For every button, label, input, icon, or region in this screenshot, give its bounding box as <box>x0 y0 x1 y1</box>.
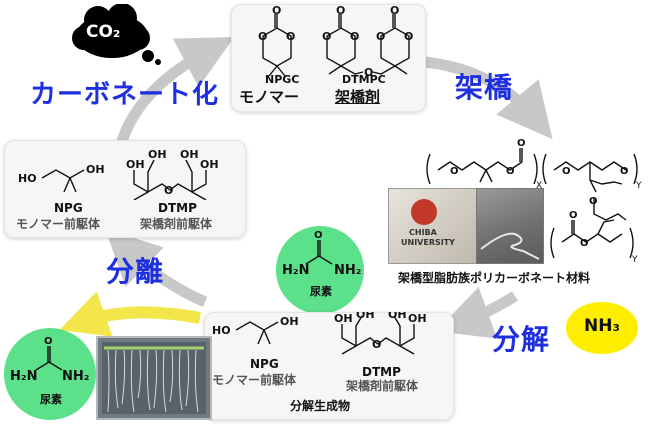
svg-text:O: O <box>569 210 578 221</box>
svg-text:OH: OH <box>356 312 375 321</box>
logo-text-1: CHIBA <box>409 228 437 237</box>
svg-text:O: O <box>450 166 459 177</box>
decomp-npg-name: NPG <box>250 357 279 371</box>
crosslinker-label: 架橋剤 <box>335 88 381 106</box>
svg-text:OH: OH <box>334 312 353 325</box>
urea-top-nh2: NH₂ <box>334 263 362 278</box>
svg-text:HO: HO <box>18 172 37 185</box>
subscript-y1: Y <box>635 181 642 191</box>
svg-text:O: O <box>286 30 295 43</box>
svg-text:O: O <box>314 230 323 241</box>
dtmp-name: DTMP <box>158 201 197 215</box>
arrow-separation <box>105 228 208 308</box>
svg-text:OH: OH <box>408 312 427 325</box>
svg-text:O: O <box>44 336 53 347</box>
urea-bottom-name: 尿素 <box>40 393 62 406</box>
urea-bottom-nh2: NH₂ <box>62 369 90 384</box>
svg-text:O: O <box>164 184 173 197</box>
npgc-name: NPGC <box>265 73 300 86</box>
urea-bottom-h2n: H₂N <box>10 369 38 384</box>
svg-text:O: O <box>589 196 598 207</box>
urea-structure-bottom: O <box>35 336 63 371</box>
svg-text:OH: OH <box>86 163 105 176</box>
svg-text:O: O <box>336 4 345 17</box>
arrow-carbonation <box>114 37 235 150</box>
urea-structure-top: O <box>305 230 333 265</box>
fiber-strand <box>480 232 540 260</box>
label-crosslinking: 架橋 <box>455 71 514 104</box>
label-decomposition: 分解 <box>492 323 551 356</box>
svg-text:OH: OH <box>126 158 145 171</box>
seedling-roots <box>102 342 206 414</box>
svg-text:O: O <box>562 166 571 177</box>
subscript-x: X <box>536 181 542 191</box>
co2-label: CO₂ <box>86 22 121 42</box>
urea-top-h2n: H₂N <box>282 263 310 278</box>
svg-text:O: O <box>390 4 399 17</box>
npg-name: NPG <box>54 201 83 215</box>
decomp-caption: 分解生成物 <box>290 399 351 413</box>
decomp-npg-sublabel: モノマー前駆体 <box>212 373 297 387</box>
svg-text:O: O <box>506 166 515 177</box>
co2-cloud <box>72 4 161 65</box>
polymer-fiber-photo <box>476 188 544 264</box>
svg-text:O: O <box>620 166 629 177</box>
svg-text:O: O <box>364 66 373 79</box>
dtmp-sublabel: 架橋剤前駆体 <box>140 217 213 231</box>
npg-sublabel: モノマー前駆体 <box>16 217 101 231</box>
precursor-panel <box>4 140 246 238</box>
svg-text:OH: OH <box>200 158 219 171</box>
subscript-y2: Y <box>631 255 638 264</box>
svg-text:O: O <box>258 30 267 43</box>
svg-text:OH: OH <box>388 312 407 321</box>
arrow-crosslinking <box>424 56 553 140</box>
svg-text:O: O <box>376 30 385 43</box>
svg-text:O: O <box>272 4 281 17</box>
urea-circle-bottom <box>4 328 96 420</box>
svg-text:O: O <box>404 30 413 43</box>
svg-text:O: O <box>350 30 359 43</box>
svg-text:OH: OH <box>180 148 199 161</box>
polymer-caption: 架橋型脂肪族ポリカーボネート材料 <box>398 271 591 285</box>
logo-text-2: UNIVERSITY <box>401 238 455 247</box>
urea-top-name: 尿素 <box>310 285 332 298</box>
polymer-film-photo: CHIBA UNIVERSITY <box>388 188 478 264</box>
label-carbonation: カーボネート化 <box>30 80 220 110</box>
svg-text:HO: HO <box>212 324 231 337</box>
svg-text:OH: OH <box>148 148 167 161</box>
decomp-dtmp-name: DTMP <box>362 365 401 379</box>
svg-text:O: O <box>580 238 589 249</box>
decomp-dtmp-sublabel: 架橋剤前駆体 <box>346 379 419 393</box>
ammonia-badge <box>566 302 638 354</box>
chiba-logo-icon <box>411 199 437 225</box>
label-separation: 分離 <box>106 255 165 288</box>
arrow-urea-recovery <box>59 291 202 337</box>
svg-text:O: O <box>322 30 331 43</box>
dtmpc-name: DTMPC <box>342 73 386 86</box>
plant-growth-photo <box>96 336 212 420</box>
svg-text:O: O <box>517 138 526 149</box>
svg-text:OH: OH <box>280 315 299 328</box>
ammonia-label: NH₃ <box>584 316 620 336</box>
arrow-decomposition <box>436 286 518 339</box>
svg-text:O: O <box>372 338 381 351</box>
monomer-label: モノマー <box>239 88 300 106</box>
